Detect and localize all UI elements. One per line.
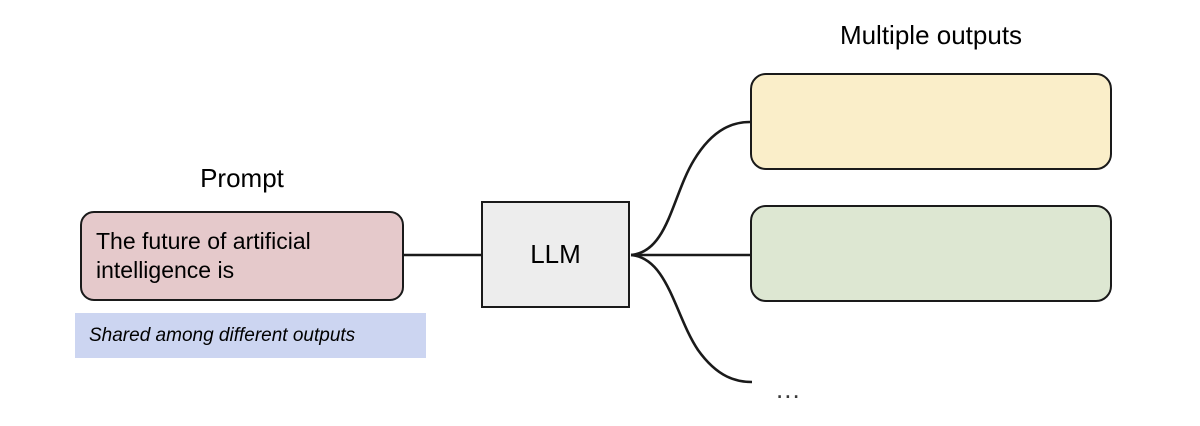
connector-llm-to-output-1 bbox=[630, 120, 751, 257]
output-node-1 bbox=[750, 73, 1112, 170]
prompt-node-text: The future of artificial intelligence is bbox=[96, 227, 311, 283]
connector-llm-to-more-outputs bbox=[630, 253, 753, 384]
llm-node: LLM bbox=[481, 201, 630, 308]
shared-prefix-banner-text: Shared among different outputs bbox=[89, 324, 356, 346]
shared-prefix-banner: Shared among different outputs bbox=[75, 313, 426, 358]
prompt-section-label: Prompt bbox=[200, 163, 284, 193]
llm-node-label: LLM bbox=[530, 239, 581, 269]
prompt-node: The future of artificial intelligence is bbox=[80, 211, 404, 301]
more-outputs-ellipsis: ... bbox=[776, 374, 801, 404]
multiple-outputs-section-label: Multiple outputs bbox=[839, 20, 1023, 50]
output-node-2 bbox=[750, 205, 1112, 302]
